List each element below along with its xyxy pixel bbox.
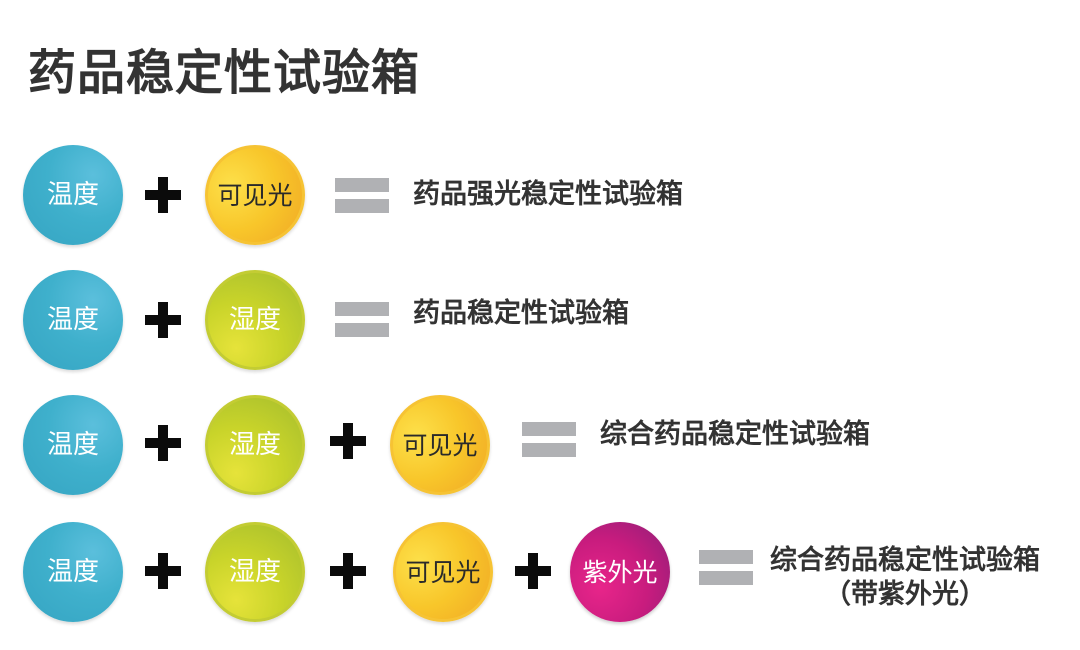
page-title: 药品稳定性试验箱 <box>28 45 421 101</box>
plus-icon <box>145 302 181 338</box>
factor-humidity: 湿度 <box>205 395 305 495</box>
equals-icon <box>335 302 389 338</box>
factor-humidity: 湿度 <box>205 522 305 622</box>
result-label: 药品强光稳定性试验箱 <box>413 179 683 210</box>
plus-icon <box>145 177 181 213</box>
plus-icon <box>330 553 366 589</box>
factor-temperature: 温度 <box>23 395 123 495</box>
plus-icon <box>330 423 366 459</box>
result-label: 药品稳定性试验箱 <box>413 298 629 329</box>
equals-icon <box>335 178 389 214</box>
result-sub: （带紫外光） <box>824 579 986 610</box>
factor-visible-light: 可见光 <box>393 522 493 622</box>
plus-icon <box>515 553 551 589</box>
factor-temperature: 温度 <box>23 270 123 370</box>
result-label: 综合药品稳定性试验箱 <box>600 419 870 450</box>
result-main: 综合药品稳定性试验箱 <box>770 545 1040 576</box>
plus-icon <box>145 425 181 461</box>
factor-visible-light: 可见光 <box>205 145 305 245</box>
equals-icon <box>522 422 576 458</box>
factor-humidity: 湿度 <box>205 270 305 370</box>
factor-temperature: 温度 <box>23 522 123 622</box>
factor-temperature: 温度 <box>23 145 123 245</box>
equals-icon <box>699 550 753 586</box>
result-label: 综合药品稳定性试验箱 （带紫外光） <box>770 544 1040 612</box>
factor-visible-light: 可见光 <box>390 395 490 495</box>
factor-uv-light: 紫外光 <box>570 522 670 622</box>
plus-icon <box>145 553 181 589</box>
